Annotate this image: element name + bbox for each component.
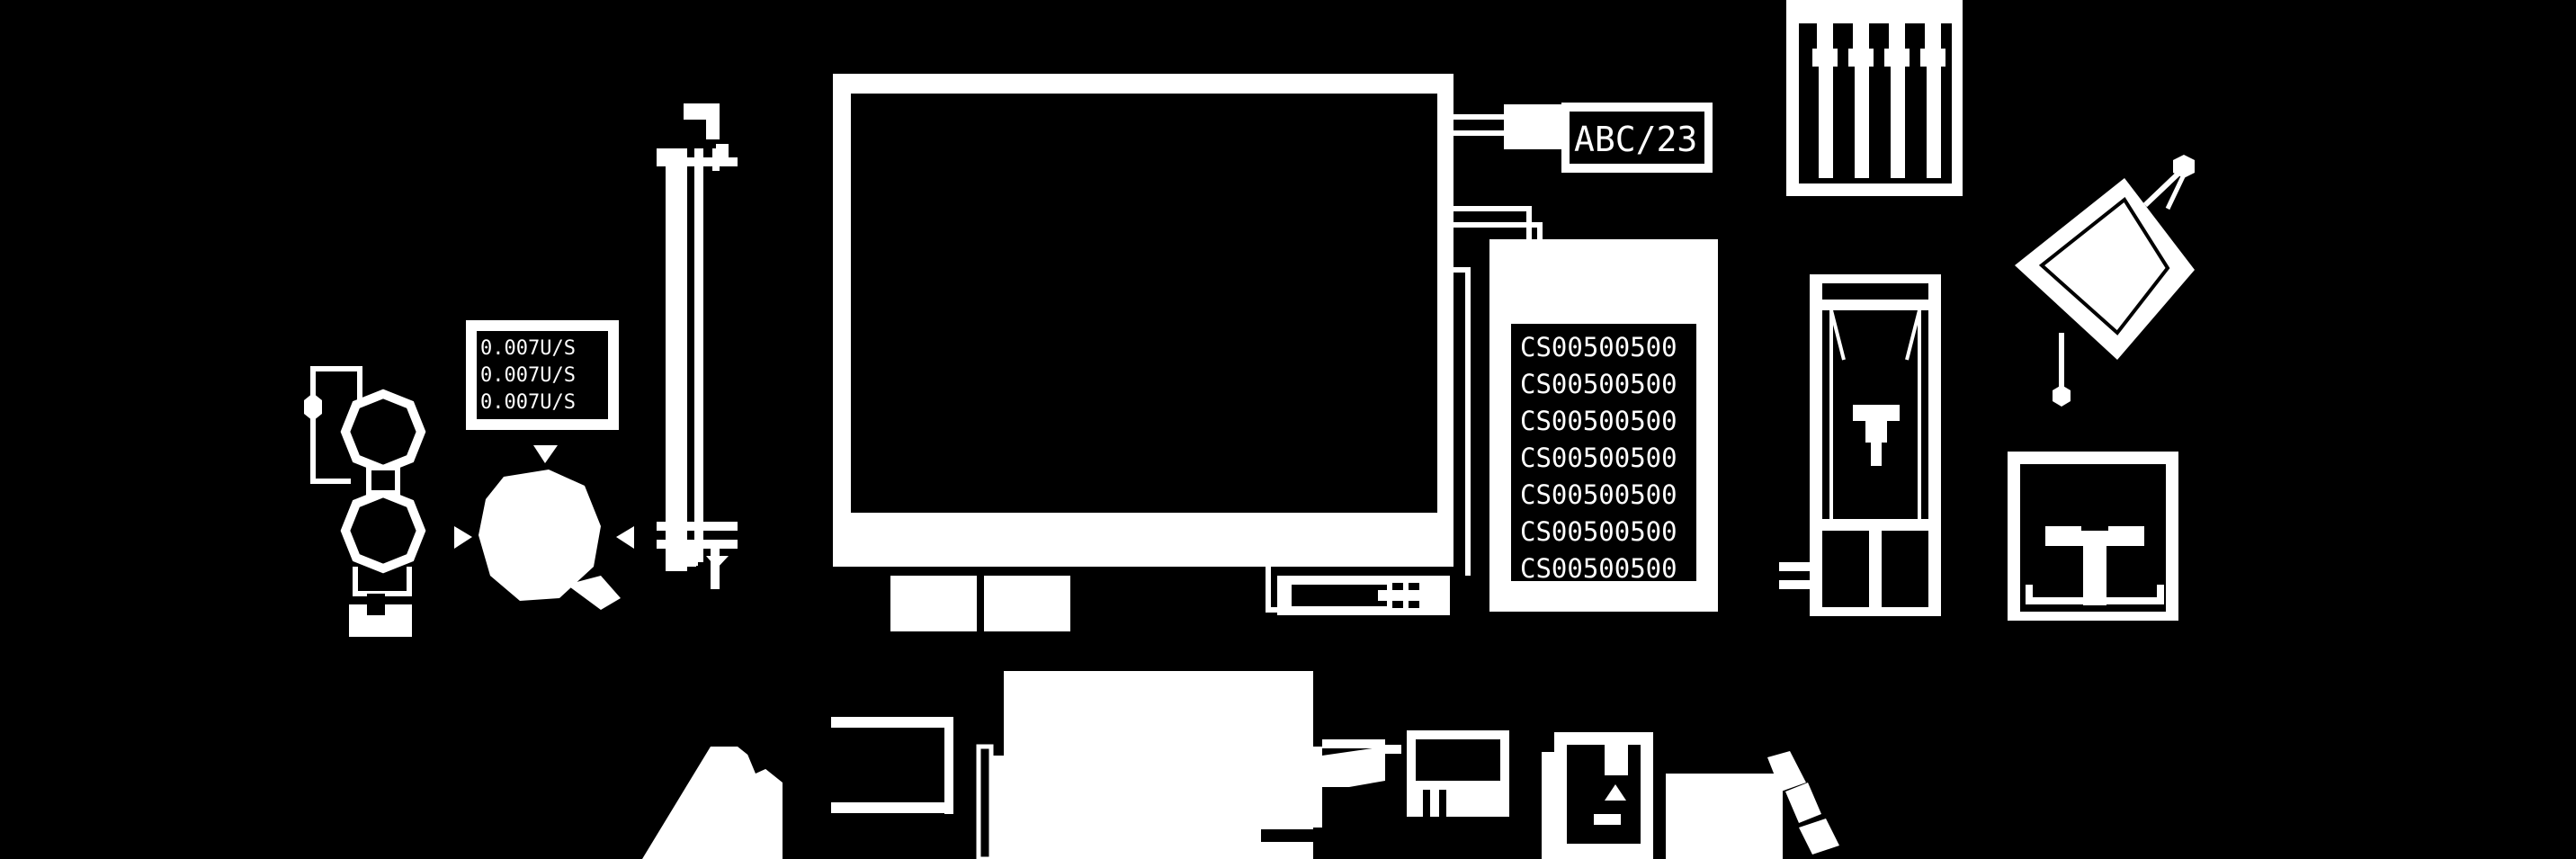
container-icon: [1542, 732, 1653, 859]
diamond-module-icon: [2015, 155, 2195, 407]
box-icon: [976, 671, 1322, 859]
robot-arm-icon: [1666, 751, 1839, 859]
tag-display: ABC/23: [1504, 103, 1713, 173]
code-row-5: CS00500500: [1520, 479, 1677, 510]
code-row-6: CS00500500: [1520, 516, 1677, 547]
rotary-dial-icon: [454, 445, 634, 610]
pump-icon: [304, 366, 426, 637]
tubes-icon: [831, 717, 953, 814]
readout-panel: 0.007U/S 0.007U/S 0.007U/S: [466, 320, 619, 430]
vial-rack-icon: [1786, 0, 1963, 196]
monitor-icon: [833, 74, 1453, 631]
code-row-2: CS00500500: [1520, 369, 1677, 399]
code-row-3: CS00500500: [1520, 406, 1677, 436]
connector-icon: [1277, 576, 1450, 615]
readout-line-3: 0.007U/S: [480, 391, 576, 414]
probe-icon: [2008, 452, 2178, 621]
readout-line-2: 0.007U/S: [480, 364, 576, 387]
code-row-4: CS00500500: [1520, 443, 1677, 473]
chromatography-column-icon: [657, 103, 738, 589]
injector-icon: [1322, 739, 1401, 787]
code-panel: CS00500500 CS00500500 CS00500500 CS00500…: [1489, 239, 1718, 612]
code-row-7: CS00500500: [1520, 553, 1677, 584]
small-monitor-icon: [1407, 730, 1509, 817]
pipette-icon: [642, 747, 783, 859]
tag-display-text: ABC/23: [1574, 120, 1697, 159]
cabinet-icon: [1779, 274, 1941, 616]
code-row-1: CS00500500: [1520, 332, 1677, 362]
readout-line-1: 0.007U/S: [480, 337, 576, 360]
